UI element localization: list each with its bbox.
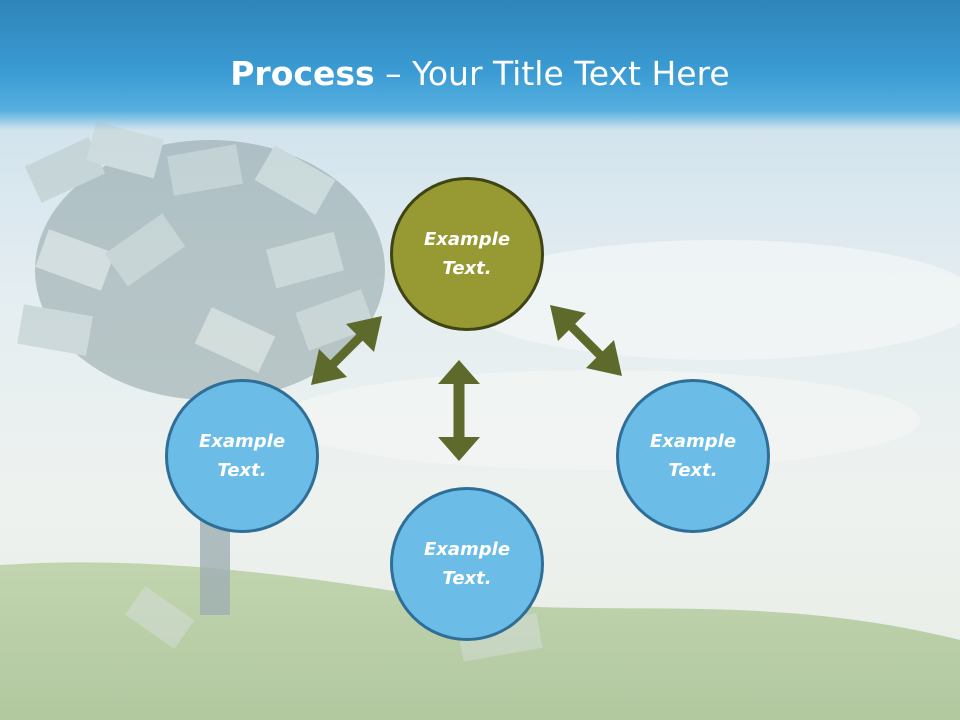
title-separator: – [374,54,413,93]
node-bottom-line1: Example [423,539,511,560]
node-right-line2: Text. [668,460,718,481]
money-tree-image [17,121,543,662]
node-left-line2: Text. [217,460,267,481]
node-top-line2: Text. [442,258,492,279]
process-node-top[interactable]: Example Text. [390,177,544,331]
process-node-right[interactable]: Example Text. [616,379,770,533]
slide-title[interactable]: Process – Your Title Text Here [0,52,960,96]
process-node-bottom[interactable]: Example Text. [390,487,544,641]
title-text: Your Title Text Here [412,54,730,93]
node-left-line1: Example [198,431,286,452]
node-right-line1: Example [649,431,737,452]
header-band [0,0,960,130]
node-bottom-line2: Text. [442,568,492,589]
process-node-left[interactable]: Example Text. [165,379,319,533]
node-top-line1: Example [423,229,511,250]
title-bold: Process [230,54,375,93]
